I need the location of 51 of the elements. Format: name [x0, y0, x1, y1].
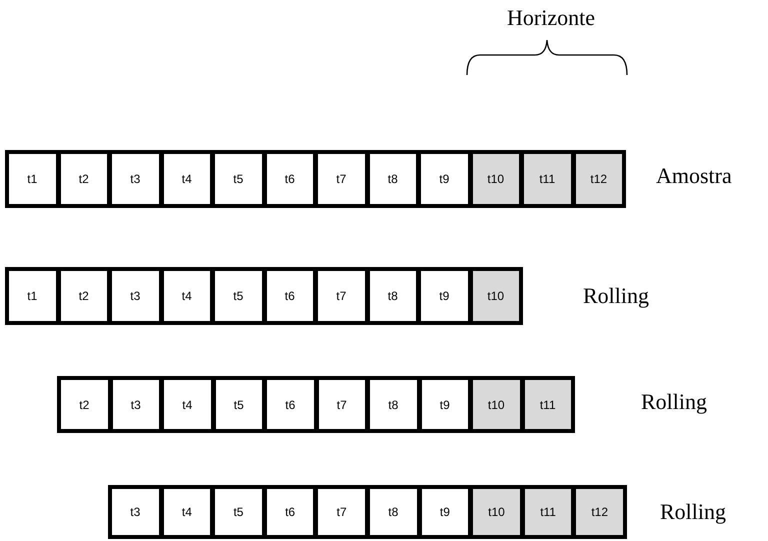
- time-cell: t1: [9, 271, 56, 321]
- time-cell: t2: [60, 271, 107, 321]
- horizon-cell: t11: [524, 380, 571, 429]
- horizon-cell: t11: [524, 154, 570, 204]
- time-cell: t3: [112, 271, 158, 321]
- time-cell: t2: [60, 154, 107, 204]
- row-label: Rolling: [641, 389, 708, 415]
- time-cell: t8: [370, 271, 416, 321]
- time-cell: t2: [61, 380, 108, 429]
- horizon-cell: t10: [472, 271, 519, 321]
- time-cell: t5: [215, 154, 262, 204]
- time-cell: t8: [370, 154, 416, 204]
- time-cell: t5: [215, 271, 262, 321]
- time-cell: t3: [112, 489, 159, 535]
- time-cell: t5: [216, 380, 262, 429]
- row-label: Rolling: [660, 499, 726, 525]
- time-cell: t6: [266, 271, 313, 321]
- time-cell: t7: [318, 489, 365, 535]
- timeline-bar: [57, 376, 575, 433]
- time-cell: t7: [318, 271, 364, 321]
- time-cell: t5: [215, 489, 262, 535]
- time-cell: t8: [370, 489, 417, 535]
- horizon-cell: t12: [576, 489, 623, 535]
- time-cell: t3: [112, 380, 159, 429]
- time-cell: t9: [421, 154, 468, 204]
- time-cell: t9: [421, 271, 468, 321]
- time-cell: t9: [422, 489, 468, 535]
- horizon-cell: t11: [524, 489, 572, 535]
- time-cell: t9: [422, 380, 468, 429]
- time-cell: t6: [266, 489, 314, 535]
- timeline-bar: [5, 150, 626, 208]
- time-cell: t3: [112, 154, 158, 204]
- timeline-bar: [5, 267, 523, 325]
- time-cell: t7: [318, 154, 364, 204]
- horizon-cell: t10: [473, 380, 520, 429]
- time-cell: t1: [9, 154, 56, 204]
- row-label: Rolling: [583, 283, 650, 309]
- time-cell: t4: [164, 271, 210, 321]
- time-cell: t6: [267, 380, 314, 429]
- time-cell: t4: [164, 154, 210, 204]
- timeline-bar: [108, 485, 627, 539]
- time-cell: t7: [318, 380, 365, 429]
- horizon-cell: t10: [473, 489, 520, 535]
- time-cell: t4: [164, 489, 210, 535]
- time-cell: t4: [164, 380, 210, 429]
- time-cell: t6: [266, 154, 313, 204]
- horizon-cell: t10: [472, 154, 519, 204]
- row-label: Amostra: [656, 163, 732, 189]
- horizon-cell: t12: [576, 154, 622, 204]
- time-cell: t8: [370, 380, 416, 429]
- horizon-label: Horizonte: [507, 5, 595, 31]
